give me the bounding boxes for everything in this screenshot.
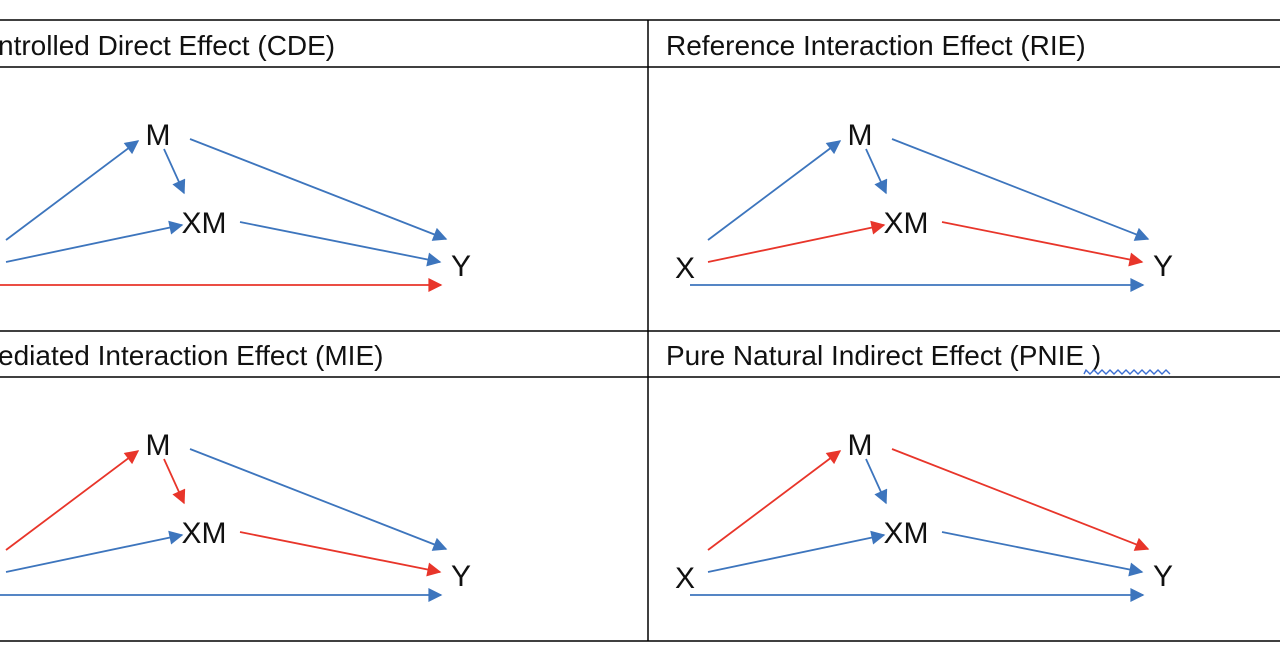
node-xm: XM [884,517,929,550]
node-m: M [848,119,873,152]
edge-m-to-y [189,138,448,241]
edge-x-to-xm [5,220,184,263]
edge-xm-to-y [941,221,1144,267]
node-y: Y [451,560,471,593]
node-xm: XM [884,207,929,240]
panels: ntrolled Direct Effect (CDE)MXMYReferenc… [0,30,1173,602]
edge-m-to-y [891,138,1150,241]
panel-title: Pure Natural Indirect Effect (PNIE ) [666,340,1101,371]
edge-m-to-y [891,448,1150,551]
panel-1: ntrolled Direct Effect (CDE) M XM Y [0,30,471,292]
edge-xm-to-y [941,531,1144,577]
edge-x-to-xm [5,530,184,573]
table-grid [0,19,1280,642]
node-m: M [146,429,171,462]
node-x: X [675,562,695,595]
spellcheck-squiggle [1083,368,1171,375]
node-y: Y [451,250,471,283]
panel-title: ntrolled Direct Effect (CDE) [0,30,335,61]
edge-m-to-xm [163,458,186,505]
node-xm: XM [182,207,227,240]
edge-x-to-xm [707,530,886,573]
panel-title: Reference Interaction Effect (RIE) [666,30,1086,61]
edge-m-to-xm [865,458,888,505]
node-m: M [146,119,171,152]
node-x: X [675,252,695,285]
edge-x-to-m [5,450,140,551]
edge-x-to-m [5,140,140,241]
edge-x-to-m [707,450,842,551]
panel-2: Reference Interaction Effect (RIE) M XM Y X [666,30,1173,292]
panel-4: Pure Natural Indirect Effect (PNIE ) M XM Y… [666,340,1173,602]
node-y: Y [1153,250,1173,283]
edge-m-to-y [189,448,448,551]
edge-xm-to-y [239,531,442,577]
edge-x-to-xm [707,220,886,263]
node-xm: XM [182,517,227,550]
panel-3: ediated Interaction Effect (MIE) M XM Y [0,340,471,602]
edge-m-to-xm [163,148,186,195]
node-y: Y [1153,560,1173,593]
panel-title: ediated Interaction Effect (MIE) [0,340,383,371]
edge-x-to-m [707,140,842,241]
edge-m-to-xm [865,148,888,195]
node-m: M [848,429,873,462]
edge-xm-to-y [239,221,442,267]
